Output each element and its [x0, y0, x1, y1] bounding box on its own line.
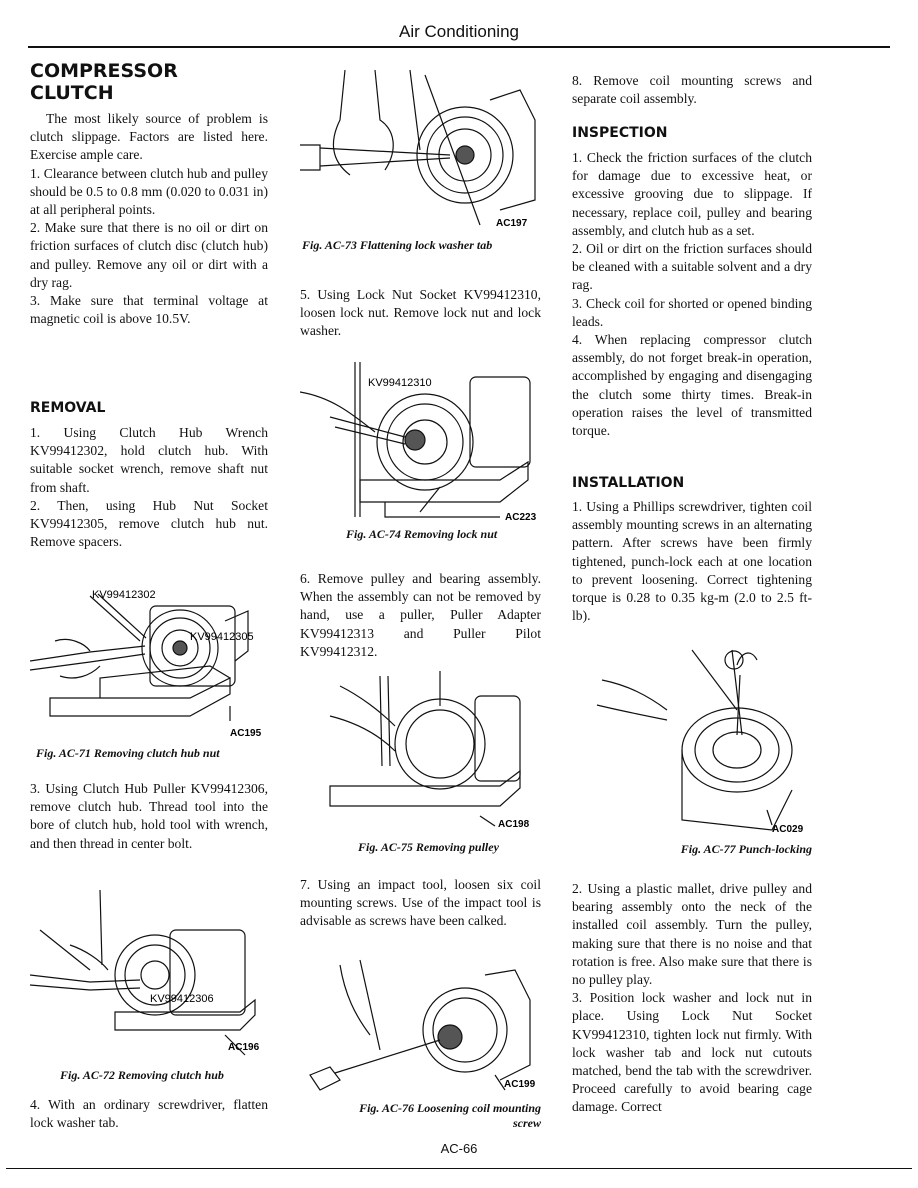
figure-ac77-code: AC029: [772, 824, 804, 835]
intro-item-1: 1. Clearance between clutch hub and pull…: [30, 165, 268, 218]
figure-ac71-caption: Fig. AC-71 Removing clutch hub nut: [36, 746, 220, 760]
figure-ac72-code: AC196: [228, 1042, 260, 1053]
figure-ac77: AC029: [572, 640, 812, 836]
figure-ac76: AC199: [300, 955, 541, 1095]
figure-ac72-label-1: KV99412306: [150, 993, 214, 1005]
removal-step-2: 2. Then, using Hub Nut Socket KV99412305…: [30, 497, 268, 550]
removal-step-3: 3. Using Clutch Hub Puller KV99412306, r…: [30, 781, 268, 851]
inspection-step-2: 2. Oil or dirt on the friction surfaces …: [572, 241, 812, 293]
page-header-title: Air Conditioning: [398, 22, 519, 41]
installation-step-3: 3. Position lock washer and lock nut in …: [572, 990, 812, 1115]
figure-ac75: AC198: [300, 666, 541, 831]
figure-ac76-caption: Fig. AC-76 Loosening coil mounting screw: [300, 1101, 541, 1131]
figure-ac74-code: AC223: [505, 512, 537, 523]
inspection-steps: 1. Check the friction surfaces of the cl…: [572, 149, 812, 440]
figure-ac76-code: AC199: [504, 1079, 536, 1090]
intro-paragraph: The most likely source of problem is clu…: [30, 111, 268, 163]
removal-step-4: 4. With an ordinary screwdriver, flatten…: [30, 1097, 268, 1131]
heading-line-2: CLUTCH: [30, 82, 114, 104]
inspection-step-3: 3. Check coil for shorted or opened bind…: [572, 295, 812, 329]
figure-ac75-caption: Fig. AC-75 Removing pulley: [358, 840, 499, 854]
installation-steps-2-3: 2. Using a plastic mallet, drive pulley …: [572, 880, 812, 1117]
inspection-step-1: 1. Check the friction surfaces of the cl…: [572, 150, 812, 238]
removal-step-8: 8. Remove coil mounting screws and separ…: [572, 73, 812, 107]
figure-ac74-label-1: KV99412310: [368, 377, 432, 389]
figure-ac71-label-1: KV99412302: [92, 589, 156, 601]
figure-ac74-illustration: KV99412310 AC223: [300, 362, 537, 523]
installation-heading: INSTALLATION: [572, 475, 685, 491]
installation-step-2: 2. Using a plastic mallet, drive pulley …: [572, 881, 812, 988]
figure-ac73: AC197: [300, 60, 541, 232]
removal-steps-1-2: 1. Using Clutch Hub Wrench KV99412302, h…: [30, 424, 268, 551]
inspection-heading: INSPECTION: [572, 125, 668, 141]
figure-ac74-caption: Fig. AC-74 Removing lock nut: [346, 527, 498, 541]
intro-text: The most likely source of problem is clu…: [30, 110, 268, 328]
figure-ac74: KV99412310 AC223: [300, 352, 541, 524]
removal-step-7: 7. Using an impact tool, loosen six coil…: [300, 877, 541, 929]
figure-ac77-caption: Fig. AC-77 Punch-locking: [680, 842, 812, 856]
figure-ac75-code: AC198: [498, 819, 530, 830]
figure-ac73-illustration: AC197: [300, 69, 536, 229]
page-number: AC-66: [440, 1141, 478, 1156]
footer-rule: [6, 1168, 912, 1169]
figure-ac71-label-2: KV99412305: [190, 631, 254, 643]
removal-step-6: 6. Remove pulley and bearing assembly. W…: [300, 571, 541, 659]
heading-line-1: COMPRESSOR: [30, 60, 178, 82]
figure-ac72-caption: Fig. AC-72 Removing clutch hub: [60, 1068, 224, 1082]
figure-ac76-caption-line-2: screw: [513, 1116, 541, 1130]
figure-ac73-caption: Fig. AC-73 Flattening lock washer tab: [302, 238, 493, 252]
figure-ac76-caption-line-1: Fig. AC-76 Loosening coil mounting: [359, 1101, 541, 1115]
header-rule: [28, 46, 890, 48]
figure-ac76-illustration: AC199: [309, 959, 536, 1091]
intro-item-3: 3. Make sure that terminal voltage at ma…: [30, 293, 268, 327]
figure-ac72: KV99412306 AC196: [30, 890, 268, 1060]
inspection-step-4: 4. When replacing compressor clutch asse…: [572, 332, 812, 439]
removal-heading: REMOVAL: [30, 400, 106, 416]
installation-step-1: 1. Using a Phillips screwdriver, tighten…: [572, 499, 812, 624]
figure-ac71-illustration: KV99412302 KV99412305 AC195: [30, 589, 262, 739]
figure-ac71: KV99412302 KV99412305 AC195: [30, 566, 268, 741]
figure-ac72-illustration: KV99412306 AC196: [30, 890, 260, 1056]
removal-step-1: 1. Using Clutch Hub Wrench KV99412302, h…: [30, 425, 268, 495]
figure-ac73-code: AC197: [496, 218, 528, 229]
section-heading-compressor-clutch: COMPRESSOR CLUTCH: [30, 60, 268, 104]
intro-item-2: 2. Make sure that there is no oil or dir…: [30, 220, 268, 290]
figure-ac71-code: AC195: [230, 728, 262, 739]
figure-ac75-illustration: AC198: [329, 671, 530, 830]
removal-step-5: 5. Using Lock Nut Socket KV99412310, loo…: [300, 287, 541, 339]
figure-ac77-illustration: AC029: [596, 649, 804, 835]
